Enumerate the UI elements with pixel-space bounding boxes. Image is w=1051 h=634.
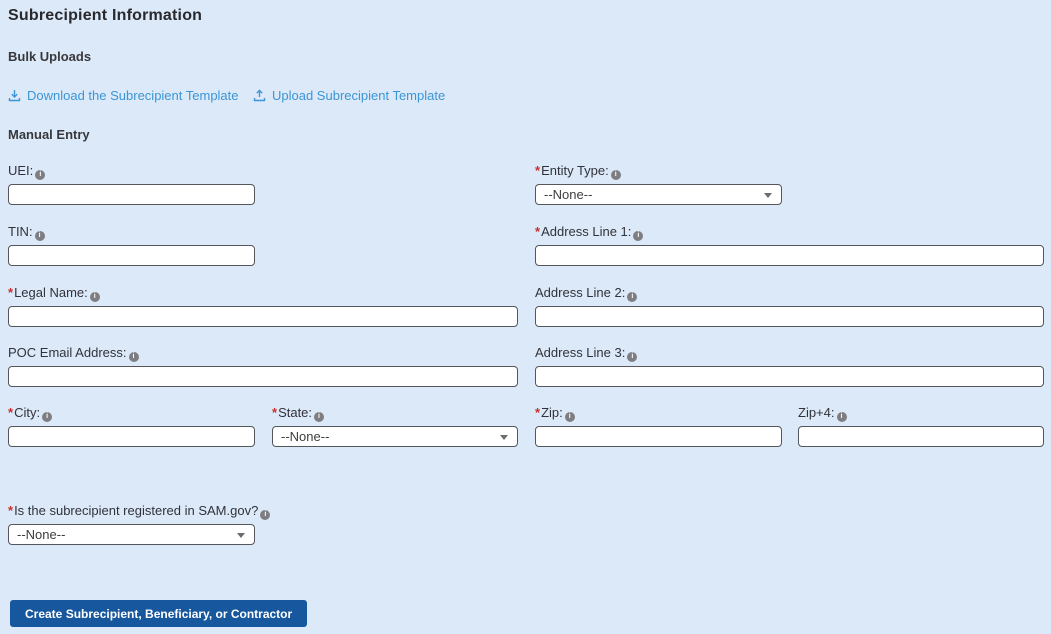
- uei-label: UEI:i: [8, 163, 255, 180]
- field-tin: TIN:i: [8, 224, 255, 266]
- upload-icon: [253, 89, 266, 102]
- required-asterisk: *: [535, 405, 541, 420]
- field-address-line-2: Address Line 2:i: [535, 285, 1044, 327]
- info-icon[interactable]: i: [314, 412, 325, 422]
- select-value: --None--: [17, 527, 66, 542]
- chevron-down-icon: [500, 435, 508, 440]
- address-line-3-input[interactable]: [535, 366, 1044, 387]
- field-address-line-1: *Address Line 1:i: [535, 224, 1044, 266]
- required-asterisk: *: [8, 503, 14, 518]
- info-icon[interactable]: i: [633, 231, 644, 241]
- legal-name-input[interactable]: [8, 306, 518, 327]
- field-state: *State:i --None--: [272, 405, 518, 447]
- state-label: *State:i: [272, 405, 518, 422]
- field-sam-registered: *Is the subrecipient registered in SAM.g…: [8, 503, 271, 545]
- download-link-label: Download the Subrecipient Template: [27, 88, 239, 103]
- zip-plus-4-input[interactable]: [798, 426, 1044, 447]
- page-title: Subrecipient Information: [8, 7, 203, 24]
- field-legal-name: *Legal Name:i: [8, 285, 518, 327]
- address-line-2-label: Address Line 2:i: [535, 285, 1044, 302]
- legal-name-label: *Legal Name:i: [8, 285, 518, 302]
- entity-type-label: *Entity Type:i: [535, 163, 782, 180]
- info-icon[interactable]: i: [128, 352, 139, 362]
- download-template-link[interactable]: Download the Subrecipient Template: [8, 88, 239, 103]
- label-text: Address Line 3:: [535, 345, 626, 360]
- zip-label: *Zip:i: [535, 405, 782, 422]
- required-asterisk: *: [8, 405, 14, 420]
- label-text: City:: [14, 405, 41, 420]
- info-icon[interactable]: i: [627, 292, 638, 302]
- field-uei: UEI:i: [8, 163, 255, 205]
- upload-link-label: Upload Subrecipient Template: [272, 88, 446, 103]
- city-label: *City:i: [8, 405, 255, 422]
- label-text: Zip:: [541, 405, 563, 420]
- entity-type-select[interactable]: --None--: [535, 184, 782, 205]
- info-icon[interactable]: i: [35, 170, 46, 180]
- create-subrecipient-button[interactable]: Create Subrecipient, Beneficiary, or Con…: [10, 600, 308, 627]
- manual-entry-heading: Manual Entry: [8, 127, 90, 142]
- select-value: --None--: [281, 429, 330, 444]
- field-zip: *Zip:i: [535, 405, 782, 447]
- address-line-3-label: Address Line 3:i: [535, 345, 1044, 362]
- info-icon[interactable]: i: [627, 352, 638, 362]
- label-text: Address Line 2:: [535, 285, 626, 300]
- field-city: *City:i: [8, 405, 255, 447]
- bulk-uploads-heading: Bulk Uploads: [8, 49, 92, 64]
- address-line-1-label: *Address Line 1:i: [535, 224, 1044, 241]
- select-value: --None--: [544, 187, 593, 202]
- info-icon[interactable]: i: [564, 412, 575, 422]
- field-address-line-3: Address Line 3:i: [535, 345, 1044, 387]
- info-icon[interactable]: i: [42, 412, 53, 422]
- label-text: Is the subrecipient registered in SAM.go…: [14, 503, 259, 518]
- tin-label: TIN:i: [8, 224, 255, 241]
- label-text: Address Line 1:: [541, 224, 632, 239]
- label-text: Legal Name:: [14, 285, 88, 300]
- chevron-down-icon: [764, 193, 772, 198]
- address-line-2-input[interactable]: [535, 306, 1044, 327]
- info-icon[interactable]: i: [260, 510, 271, 520]
- upload-template-link[interactable]: Upload Subrecipient Template: [253, 88, 445, 103]
- state-select[interactable]: --None--: [272, 426, 518, 447]
- tin-input[interactable]: [8, 245, 255, 266]
- label-text: TIN:: [8, 224, 33, 239]
- info-icon[interactable]: i: [610, 170, 621, 180]
- info-icon[interactable]: i: [836, 412, 847, 422]
- zip-input[interactable]: [535, 426, 782, 447]
- uei-input[interactable]: [8, 184, 255, 205]
- info-icon[interactable]: i: [89, 292, 100, 302]
- label-text: State:: [278, 405, 313, 420]
- info-icon[interactable]: i: [34, 231, 45, 241]
- zip-plus-4-label: Zip+4:i: [798, 405, 1044, 422]
- sam-registered-label: *Is the subrecipient registered in SAM.g…: [8, 503, 271, 520]
- chevron-down-icon: [237, 533, 245, 538]
- address-line-1-input[interactable]: [535, 245, 1044, 266]
- poc-email-label: POC Email Address:i: [8, 345, 518, 362]
- poc-email-input[interactable]: [8, 366, 518, 387]
- sam-registered-select[interactable]: --None--: [8, 524, 255, 545]
- field-entity-type: *Entity Type:i --None--: [535, 163, 782, 205]
- label-text: POC Email Address:: [8, 345, 127, 360]
- required-asterisk: *: [535, 224, 541, 239]
- download-icon: [8, 90, 21, 102]
- label-text: UEI:: [8, 163, 34, 178]
- label-text: Entity Type:: [541, 163, 609, 178]
- required-asterisk: *: [535, 163, 541, 178]
- field-zip-plus-4: Zip+4:i: [798, 405, 1044, 447]
- required-asterisk: *: [8, 285, 14, 300]
- city-input[interactable]: [8, 426, 255, 447]
- required-asterisk: *: [272, 405, 278, 420]
- field-poc-email: POC Email Address:i: [8, 345, 518, 387]
- label-text: Zip+4:: [798, 405, 835, 420]
